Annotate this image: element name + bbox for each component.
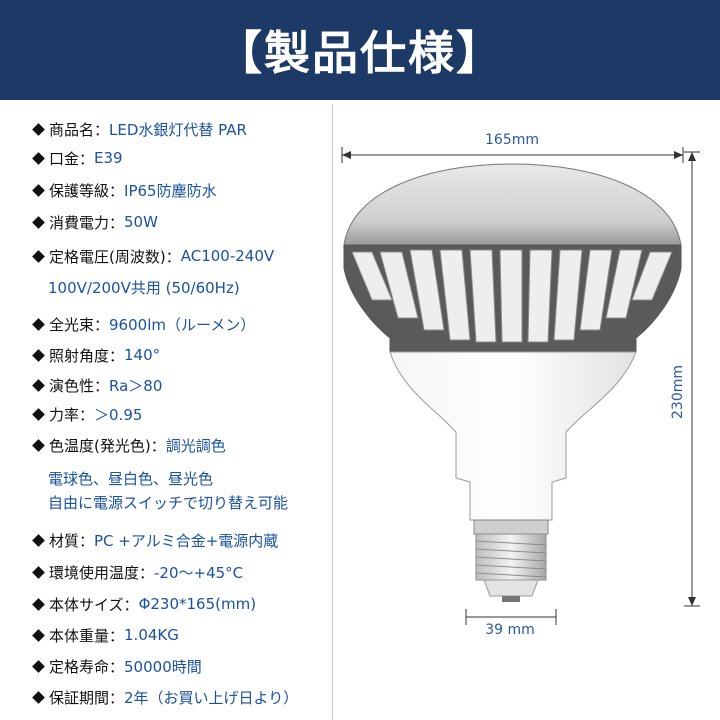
spec-row-beam-angle: 照射角度：140° [30, 342, 160, 368]
page-title: 【製品仕様】 [216, 26, 504, 80]
spec-value: 140° [124, 346, 161, 364]
height-dimension: 230mm [670, 151, 700, 607]
spec-label: 消費電力： [49, 213, 125, 232]
spec-value: AC100-240V [180, 247, 275, 265]
base-dimension: 39 mm [465, 609, 557, 638]
spec-value: Φ230*165(mm) [138, 595, 257, 613]
spec-label: 照射角度： [49, 346, 125, 365]
spec-row-cri: 演色性：Ra＞80 [30, 372, 162, 398]
width-dimension: 165mm [341, 132, 684, 163]
divider [332, 104, 333, 720]
spec-color-temp-extra-1: 電球色、昼白色、昼光色 [48, 470, 214, 488]
spec-value: Ra＞80 [109, 376, 163, 395]
spec-label: 材質： [49, 531, 95, 550]
spec-value: 50W [124, 213, 158, 231]
spec-voltage-extra: 100V/200V共用 (50/60Hz) [48, 279, 240, 297]
spec-value: E39 [94, 149, 123, 167]
spec-row-size: 本体サイズ：Φ230*165(mm) [30, 591, 256, 617]
spec-value: 調光調色 [165, 436, 226, 455]
spec-row-voltage: 定格電圧(周波数)：AC100-240V [30, 243, 274, 269]
spec-row-warranty: 保証期間：2年（お買い上げ日より） [30, 684, 298, 710]
spec-value: 9600lm（ルーメン） [109, 315, 256, 334]
spec-row-protection: 保護等級：IP65防塵防水 [30, 177, 217, 203]
title-banner: 【製品仕様】 [0, 0, 720, 100]
spec-row-lifetime: 定格寿命：50000時間 [30, 653, 202, 679]
spec-value: 2年（お買い上げ日より） [124, 688, 299, 707]
spec-value: IP65防塵防水 [124, 181, 217, 200]
spec-row-power: 消費電力：50W [30, 209, 158, 235]
spec-row-power-factor: 力率：＞0.95 [30, 401, 142, 427]
base-label: 39 mm [485, 622, 535, 638]
spec-value: -20～+45°C [154, 563, 244, 582]
spec-label: 商品名： [49, 120, 110, 139]
spec-label: 本体重量： [49, 626, 125, 645]
spec-value: ＞0.95 [94, 405, 143, 424]
spec-label: 力率： [49, 405, 95, 424]
spec-value: LED水銀灯代替 PAR [109, 120, 247, 139]
spec-row-base: 口金：E39 [30, 145, 123, 171]
spec-list: 商品名：LED水銀灯代替 PAR 口金：E39 保護等級：IP65防塵防水 消費… [0, 104, 332, 720]
spec-label: 色温度(発光色)： [49, 436, 166, 455]
spec-row-product-name: 商品名：LED水銀灯代替 PAR [30, 116, 247, 142]
spec-row-material: 材質：PC +アルミ合金+電源内蔵 [30, 527, 278, 553]
spec-label: 環境使用温度： [49, 563, 155, 582]
spec-color-temp-extra-2: 自由に電源スイッチで切り替え可能 [48, 494, 289, 512]
width-label: 165mm [485, 132, 539, 148]
spec-label: 保証期間： [49, 688, 125, 707]
lamp-illustration [343, 163, 682, 602]
height-label: 230mm [670, 365, 686, 419]
spec-label: 本体サイズ： [49, 595, 139, 614]
spec-row-weight: 本体重量：1.04KG [30, 622, 179, 648]
spec-row-color-temp: 色温度(発光色)：調光調色 [30, 432, 226, 458]
spec-value: PC +アルミ合金+電源内蔵 [94, 531, 279, 550]
spec-row-temperature: 環境使用温度：-20～+45°C [30, 559, 243, 585]
spec-row-luminous-flux: 全光束：9600lm（ルーメン） [30, 311, 255, 337]
spec-label: 演色性： [49, 376, 110, 395]
spec-label: 定格電圧(周波数)： [49, 247, 181, 266]
spec-label: 口金： [49, 149, 95, 168]
spec-label: 全光束： [49, 315, 110, 334]
spec-label: 定格寿命： [49, 657, 125, 676]
spec-value: 1.04KG [124, 626, 179, 644]
spec-value: 50000時間 [124, 657, 202, 676]
spec-label: 保護等級： [49, 181, 125, 200]
